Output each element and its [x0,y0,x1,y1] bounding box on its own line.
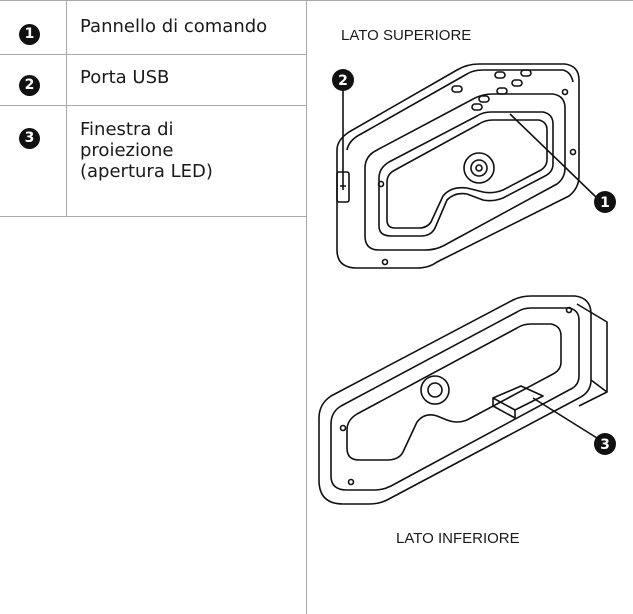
top-side-label: LATO SUPERIORE [341,27,472,44]
column-divider [306,0,307,614]
number-badge-2: 2 [19,75,40,96]
bottom-side-label: LATO INFERIORE [396,530,520,547]
legend-number-cell: 1 [0,0,67,54]
legend-row: 1 Pannello di comando [0,0,306,55]
callout-1-text: 1 [600,195,610,211]
legend-label: Pannello di comando [80,16,268,37]
legend-number-cell: 3 [0,106,67,216]
callout-3-text: 3 [600,437,610,453]
callout-badge-3: 3 [594,433,616,455]
legend-label: Porta USB [80,67,170,88]
callout-2-text: 2 [338,73,348,89]
legend-row: 3 Finestra di proiezione (apertura LED) [0,106,306,217]
top-border [0,0,633,1]
number-badge-1: 1 [19,24,40,45]
legend-table: 1 Pannello di comando 2 Porta USB 3 Fine… [0,0,306,217]
legend-number-cell: 2 [0,55,67,105]
legend-label: Finestra di proiezione (apertura LED) [80,119,213,182]
bottom-device-drawing [318,295,608,505]
legend-row: 2 Porta USB [0,55,306,106]
top-device-drawing [336,63,580,269]
device-illustration: 2 1 3 [318,63,616,505]
number-badge-3: 3 [19,128,40,149]
callout-badge-1: 1 [594,191,616,213]
callout-badge-2: 2 [332,69,354,91]
